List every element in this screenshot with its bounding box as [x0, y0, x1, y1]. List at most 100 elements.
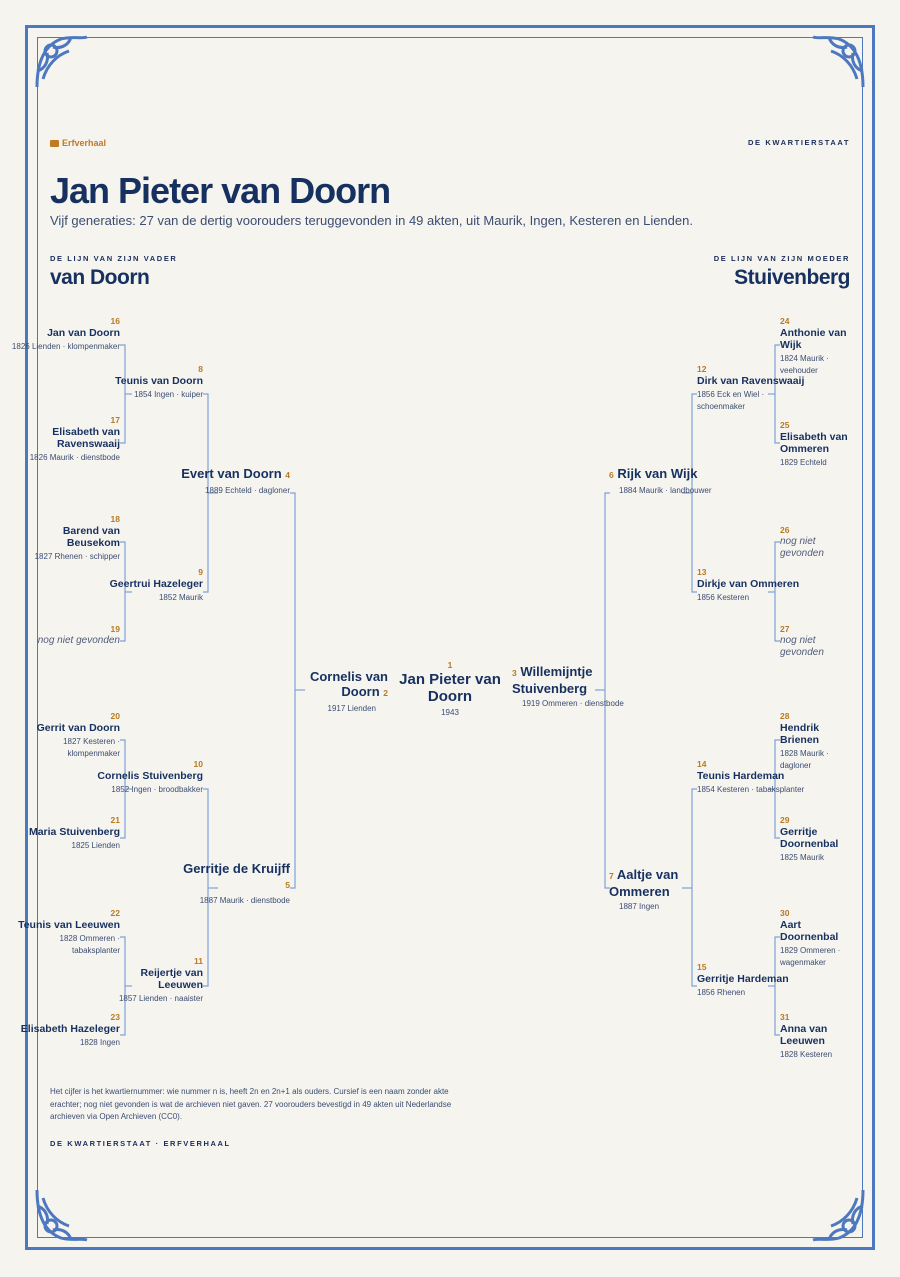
corner-ornament-icon	[35, 35, 88, 88]
ancestor-card[interactable]: 11 Reijertje van Leeuwen 1857 Lienden · …	[93, 956, 203, 1005]
quarter-number: 8	[198, 364, 203, 374]
ancestor-meta: 1857 Lienden · naaister	[118, 994, 203, 1003]
ancestor-meta: 1829 Ommeren · wagenmaker	[780, 946, 841, 967]
quarter-number: 2	[383, 688, 388, 698]
ancestor-card[interactable]: 7 Aaltje van Ommeren 1887 Ingen	[609, 867, 719, 913]
ancestor-name: Cornelis Stuivenberg	[97, 770, 203, 782]
ancestor-name: Gerritje de Kruijff	[183, 861, 290, 876]
ancestor-meta: 1887 Maurik · dienstbode	[199, 896, 290, 905]
quarter-number: 16	[110, 316, 120, 326]
quarter-number: 21	[110, 815, 120, 825]
ancestor-name: Geertrui Hazeleger	[109, 578, 203, 590]
ancestor-card[interactable]: 20 Gerrit van Doorn 1827 Kesteren · klom…	[10, 711, 120, 760]
ancestor-card[interactable]: 17 Elisabeth van Ravenswaaij 1826 Maurik…	[10, 415, 120, 464]
ancestor-meta: 1854 Ingen · kuiper	[134, 390, 203, 399]
quarter-number: 5	[285, 880, 290, 890]
quarter-number: 14	[697, 759, 707, 769]
ancestor-name: Gerritje Doornenbal	[780, 826, 839, 850]
quarter-number: 20	[110, 711, 120, 721]
quarter-number: 3	[512, 668, 517, 678]
ancestor-card[interactable]: 6 Rijk van Wijk 1884 Maurik · landbouwer	[609, 466, 719, 497]
ancestor-card[interactable]: 3 Willemijntje Stuivenberg 1919 Ommeren …	[512, 664, 627, 710]
mother-side-label: DE LIJN VAN ZIJN MOEDER	[713, 254, 850, 263]
footer-label: DE KWARTIERSTAAT · ERFVERHAAL	[50, 1139, 231, 1148]
ancestor-meta: 1856 Rhenen	[697, 988, 746, 997]
ancestor-meta: 1825 Lienden	[71, 841, 121, 850]
ancestor-card[interactable]: 31 Anna van Leeuwen 1828 Kesteren	[780, 1012, 855, 1061]
ancestor-meta: 1828 Maurik · dagloner	[780, 749, 829, 770]
proband-card[interactable]: 1 Jan Pieter van Doorn 1943	[395, 660, 505, 719]
ancestor-name: Maria Stuivenberg	[28, 826, 120, 838]
quarter-number: 17	[110, 415, 120, 425]
father-side-label: DE LIJN VAN ZIJN VADER	[50, 254, 178, 263]
ancestor-card[interactable]: 27 nog niet gevonden	[780, 624, 855, 659]
ancestor-card[interactable]: 14 Teunis Hardeman 1854 Kesteren · tabak…	[697, 759, 807, 796]
corner-ornament-icon	[812, 1189, 865, 1242]
ancestor-card[interactable]: 25 Elisabeth van Ommeren 1829 Echteld	[780, 420, 855, 469]
brand-name: Erfverhaal	[62, 138, 107, 148]
ancestor-card[interactable]: 30 Aart Doornenbal 1829 Ommeren · wagenm…	[780, 908, 855, 969]
ancestor-card[interactable]: 13 Dirkje van Ommeren 1856 Kesteren	[697, 567, 807, 604]
corner-ornament-icon	[35, 1189, 88, 1242]
quarter-number: 11	[194, 956, 203, 966]
ancestor-name: Aart Doornenbal	[780, 919, 839, 943]
quarter-number: 18	[110, 514, 120, 524]
quarter-number: 27	[780, 624, 790, 634]
ancestor-card[interactable]: 22 Teunis van Leeuwen 1828 Ommeren · tab…	[10, 908, 120, 957]
ancestor-card[interactable]: 16 Jan van Doorn 1826 Lienden · klompenm…	[10, 316, 120, 353]
ancestor-card[interactable]: 26 nog niet gevonden	[780, 525, 855, 560]
ancestor-card[interactable]: 23 Elisabeth Hazeleger 1828 Ingen	[10, 1012, 120, 1049]
ancestor-card[interactable]: 9 Geertrui Hazeleger 1852 Maurik	[93, 567, 203, 604]
ancestor-card[interactable]: Evert van Doorn 4 1889 Echteld · daglone…	[180, 466, 290, 497]
ancestor-unknown: nog niet gevonden	[780, 536, 824, 559]
quarter-number: 9	[198, 567, 203, 577]
page-title: Jan Pieter van Doorn	[50, 170, 391, 211]
ancestor-meta: 1827 Rhenen · schipper	[34, 552, 120, 561]
ancestor-card[interactable]: 8 Teunis van Doorn 1854 Ingen · kuiper	[93, 364, 203, 401]
ancestor-card[interactable]: 28 Hendrik Brienen 1828 Maurik · daglone…	[780, 711, 855, 772]
ancestor-meta: 1856 Kesteren	[697, 593, 750, 602]
ancestor-meta: 1828 Ommeren · tabaksplanter	[59, 934, 120, 955]
ancestor-name: Elisabeth van Ommeren	[780, 431, 848, 455]
ancestor-card[interactable]: 24 Anthonie van Wijk 1824 Maurik · veeho…	[780, 316, 855, 377]
ancestor-meta: 1826 Maurik · dienstbode	[29, 453, 120, 462]
ancestor-name: Evert van Doorn	[181, 466, 282, 481]
ancestor-meta: 1919 Ommeren · dienstbode	[522, 699, 624, 708]
ancestor-card[interactable]: 29 Gerritje Doornenbal 1825 Maurik	[780, 815, 855, 864]
ancestor-unknown: nog niet gevonden	[37, 635, 120, 646]
ancestor-name: Anthonie van Wijk	[780, 327, 847, 351]
ancestor-card[interactable]: 21 Maria Stuivenberg 1825 Lienden	[10, 815, 120, 852]
book-icon	[50, 140, 59, 147]
quarter-number: 13	[697, 567, 707, 577]
page-subtitle: Vijf generaties: 27 van de dertig voorou…	[50, 213, 693, 228]
ancestor-card[interactable]: 12 Dirk van Ravenswaaij 1856 Eck en Wiel…	[697, 364, 807, 413]
quarter-number: 29	[780, 815, 790, 825]
ancestor-name: Elisabeth van Ravenswaaij	[52, 426, 120, 450]
quarter-number: 30	[780, 908, 790, 918]
proband-meta: 1943	[441, 708, 459, 717]
ancestor-unknown: nog niet gevonden	[780, 635, 824, 658]
ancestor-meta: 1887 Ingen	[619, 902, 660, 911]
ancestor-name: Dirk van Ravenswaaij	[697, 375, 805, 387]
ancestor-card[interactable]: 18 Barend van Beusekom 1827 Rhenen · sch…	[10, 514, 120, 563]
ancestor-meta: 1828 Kesteren	[780, 1050, 833, 1059]
footnote: Het cijfer is het kwartiernummer: wie nu…	[50, 1087, 452, 1121]
ancestor-name: Reijertje van Leeuwen	[140, 967, 203, 991]
ancestor-card[interactable]: Gerritje de Kruijff 5 1887 Maurik · dien…	[180, 861, 290, 907]
ancestor-meta: 1824 Maurik · veehouder	[780, 354, 829, 375]
ancestor-card[interactable]: 19 nog niet gevonden	[10, 624, 120, 647]
quarter-number: 10	[193, 759, 203, 769]
outer-frame	[25, 25, 875, 1250]
ancestor-meta: 1917 Lienden	[327, 704, 377, 713]
ancestor-meta: 1852 Maurik	[158, 593, 203, 602]
mother-side-name: Stuivenberg	[734, 266, 850, 289]
quarter-number: 15	[697, 962, 707, 972]
proband-name: Jan Pieter van Doorn	[399, 671, 501, 705]
ancestor-card[interactable]: 10 Cornelis Stuivenberg 1852 Ingen · bro…	[93, 759, 203, 796]
ancestor-meta: 1828 Ingen	[79, 1038, 120, 1047]
ancestor-card[interactable]: 15 Gerritje Hardeman 1856 Rhenen	[697, 962, 807, 999]
ancestor-card[interactable]: Cornelis van Doorn 2 1917 Lienden	[278, 669, 388, 715]
brand-logo: Erfverhaal	[50, 138, 106, 148]
ancestor-meta: 1854 Kesteren · tabaksplanter	[697, 785, 805, 794]
ancestor-meta: 1852 Ingen · broodbakker	[111, 785, 203, 794]
